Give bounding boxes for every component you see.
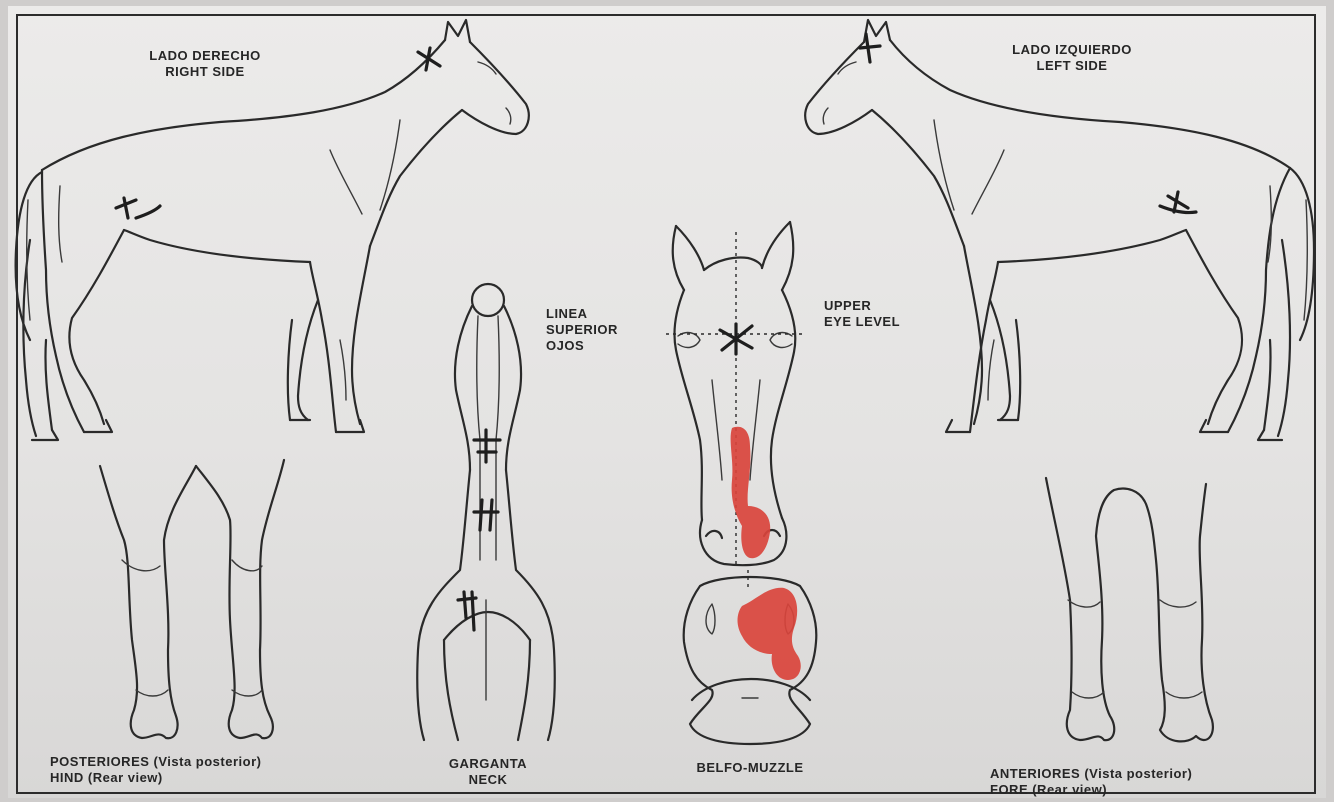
muzzle-marking: [738, 588, 801, 680]
label-right-side: LADO DERECHO RIGHT SIDE: [120, 48, 290, 80]
label-eye-en-line-2: EYE LEVEL: [824, 314, 900, 330]
label-fore-legs: ANTERIORES (Vista posterior) FORE (Rear …: [990, 766, 1192, 798]
horse-right-side-figure: [16, 20, 529, 440]
hind-legs-rear-view-figure: [100, 460, 284, 738]
label-eye-level-es: LINEA SUPERIOR OJOS: [546, 306, 618, 354]
blaze-marking: [731, 427, 771, 558]
label-left-side-es: LADO IZQUIERDO: [982, 42, 1162, 58]
label-left-side: LADO IZQUIERDO LEFT SIDE: [982, 42, 1162, 74]
whorl-mark-left-flank: [1160, 192, 1196, 213]
head-front-view-figure: [666, 222, 806, 568]
label-eye-en-line-1: UPPER: [824, 298, 900, 314]
label-neck-en: NECK: [418, 772, 558, 788]
horse-right-side-outline: [16, 20, 529, 440]
horse-left-side-outline: [805, 20, 1314, 440]
label-muzzle: BELFO-MUZZLE: [670, 760, 830, 776]
label-eye-line-3: OJOS: [546, 338, 618, 354]
whorl-mark-forehead: [720, 324, 752, 354]
horse-right-side-details: [27, 62, 511, 400]
label-neck: GARGANTA NECK: [418, 756, 558, 788]
horse-left-side-details: [823, 62, 1307, 400]
neck-throat-view-figure: [417, 284, 555, 740]
whorl-mark-right-flank: [116, 198, 160, 218]
muzzle-figure: [684, 570, 817, 744]
label-right-side-es: LADO DERECHO: [120, 48, 290, 64]
fore-legs-rear-view-figure: [1046, 478, 1213, 741]
whorl-mark-right-mane: [418, 48, 440, 70]
label-left-side-en: LEFT SIDE: [982, 58, 1162, 74]
label-fore-en: FORE (Rear view): [990, 782, 1192, 798]
whorl-mark-left-poll: [860, 34, 880, 62]
label-fore-es: ANTERIORES (Vista posterior): [990, 766, 1192, 782]
label-hind-es: POSTERIORES (Vista posterior): [50, 754, 261, 770]
label-eye-line-2: SUPERIOR: [546, 322, 618, 338]
label-eye-line-1: LINEA: [546, 306, 618, 322]
label-right-side-en: RIGHT SIDE: [120, 64, 290, 80]
label-hind-en: HIND (Rear view): [50, 770, 261, 786]
label-hind-legs: POSTERIORES (Vista posterior) HIND (Rear…: [50, 754, 261, 786]
label-eye-level-en: UPPER EYE LEVEL: [824, 298, 900, 330]
label-neck-es: GARGANTA: [418, 756, 558, 772]
horse-left-side-figure: [805, 20, 1314, 440]
